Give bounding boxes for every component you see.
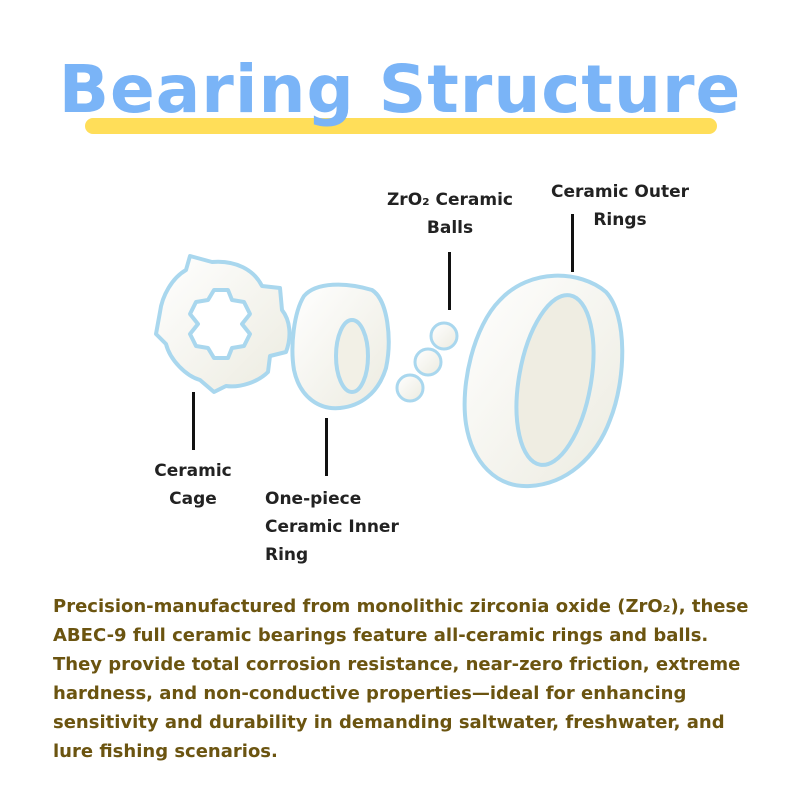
label-inner-ring: One-piece Ceramic Inner Ring [265, 489, 399, 565]
product-description: Precision-manufactured from monolithic z… [53, 596, 749, 762]
page-title: Bearing Structure [58, 51, 742, 128]
outer-ring-bore [514, 293, 596, 467]
cage-inner-opening [188, 288, 252, 360]
label-outer-rings: Ceramic Outer Rings [551, 182, 689, 230]
inner-ring-leader-line [325, 418, 328, 476]
ceramic-inner-ring [290, 282, 391, 411]
balls-leader-line [448, 252, 451, 310]
ceramic-ball [429, 321, 459, 351]
title-underline [85, 118, 717, 134]
ceramic-ball [413, 347, 443, 377]
outer-ring-leader-line [571, 214, 574, 272]
cage-leader-line [192, 392, 195, 450]
inner-ring-bore [334, 318, 370, 394]
label-zro2-balls: ZrO₂ Ceramic Balls [386, 190, 513, 238]
label-ceramic-cage: Ceramic Cage [154, 461, 232, 509]
ceramic-outer-ring [462, 273, 625, 489]
ceramic-ball [395, 373, 425, 403]
ceramic-cage [154, 254, 292, 394]
ceramic-balls [395, 321, 459, 403]
title-block: Bearing Structure [0, 50, 800, 140]
